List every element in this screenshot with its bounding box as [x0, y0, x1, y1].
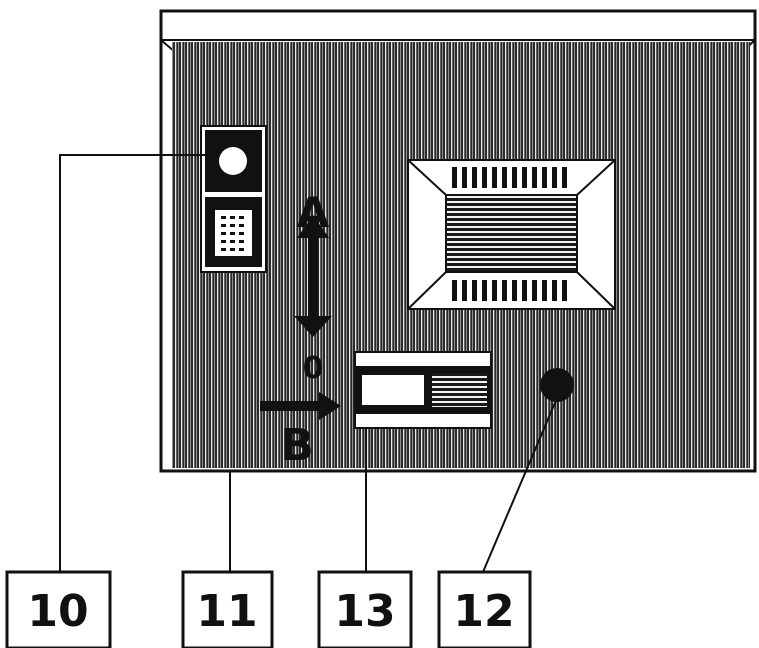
callout-label-10: 10 — [27, 586, 88, 637]
marker-b: B — [280, 420, 314, 471]
callout-10: 10 — [5, 570, 112, 648]
callout-label-11: 11 — [196, 586, 257, 637]
callout-11: 11 — [181, 570, 274, 648]
indicator-light — [219, 147, 247, 175]
marker-a: A — [297, 188, 330, 237]
control-module — [200, 125, 267, 273]
display-screen — [445, 194, 578, 273]
callout-label-12: 12 — [453, 586, 514, 637]
leader-line-10 — [59, 154, 205, 572]
callout-12: 12 — [437, 570, 532, 648]
callout-label-13: 13 — [334, 586, 395, 637]
round-knob — [540, 368, 574, 402]
display-vent-bottom — [452, 280, 567, 301]
leader-line-12 — [482, 397, 558, 573]
callout-13: 13 — [317, 570, 413, 648]
leader-lines — [59, 154, 558, 573]
vertical-adjust-arrow — [294, 215, 332, 337]
slider-component — [354, 351, 492, 429]
horizontal-adjust-arrow — [260, 392, 341, 420]
display-vent-top — [452, 167, 567, 188]
display-unit — [407, 159, 616, 310]
marker-0: 0 — [303, 351, 324, 386]
keypad-keys — [221, 216, 244, 251]
